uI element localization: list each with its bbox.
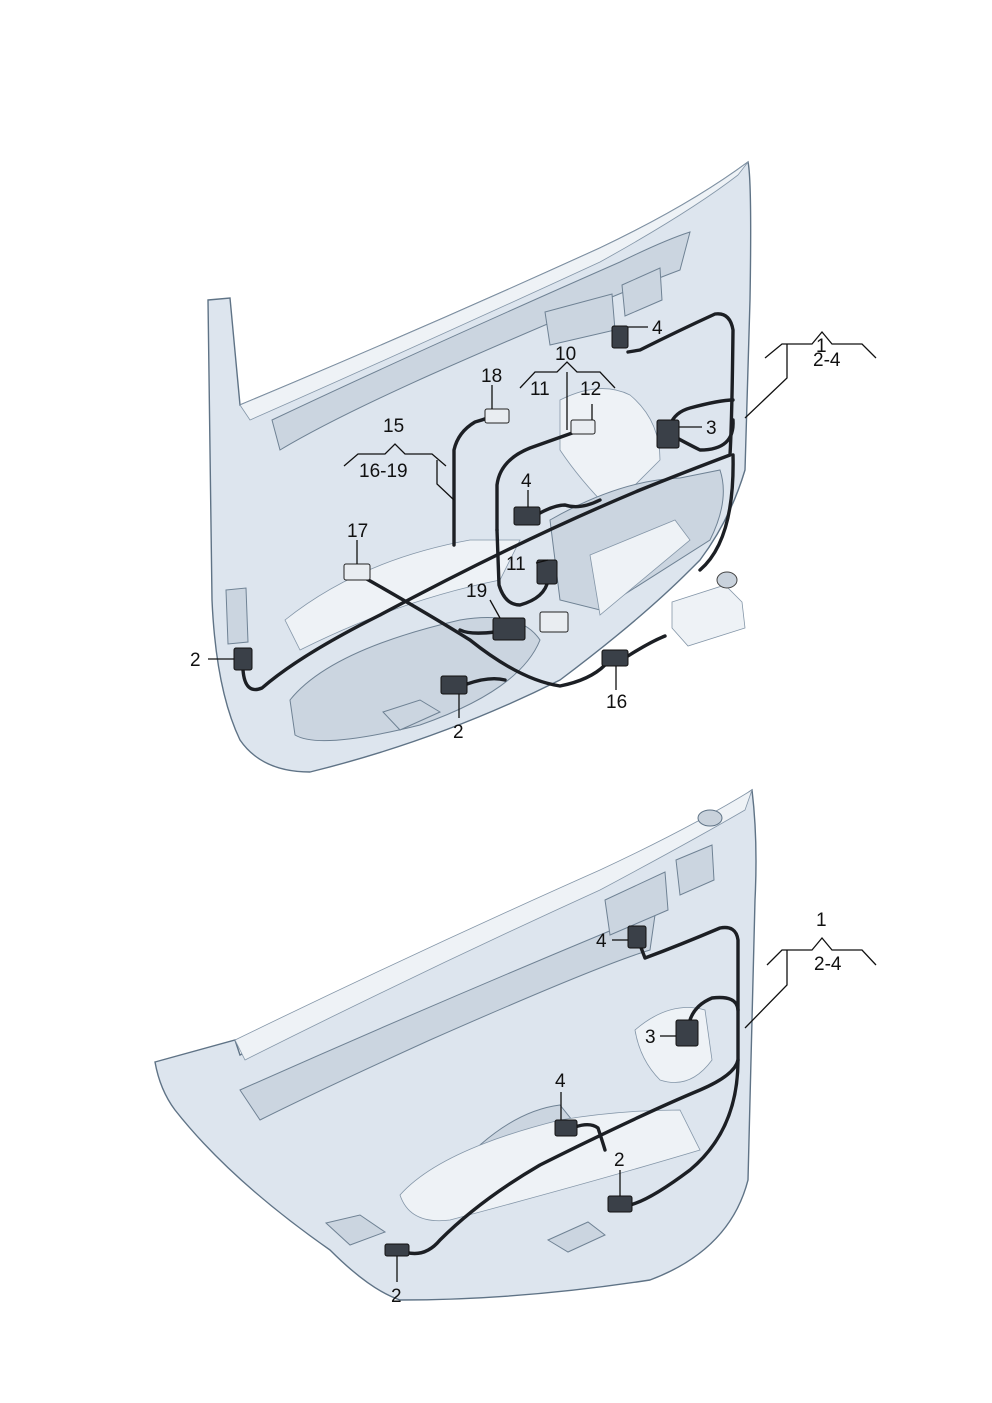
upper-connector-misc xyxy=(539,611,569,633)
lower-door-armrest-recess xyxy=(239,914,656,1121)
upper-door-connectors xyxy=(233,325,680,695)
upper-door-mirror-knob xyxy=(716,571,738,589)
lower-door-assembly xyxy=(154,788,757,1301)
upper-label-15-range: 16-19 xyxy=(359,461,408,482)
upper-leader-15 xyxy=(436,460,455,501)
upper-wire-branch-riser xyxy=(698,453,735,572)
upper-wire-branch-2bottom xyxy=(465,676,507,686)
lower-wire-branch-2right xyxy=(628,1058,740,1207)
lower-wire-main-harness xyxy=(403,925,740,1256)
upper-door-mirror-adjuster xyxy=(671,584,746,647)
upper-label-19: 19 xyxy=(466,581,487,602)
upper-connector-19 xyxy=(492,617,526,641)
lower-door-top-hole xyxy=(697,809,723,827)
lower-door-handle-bezel xyxy=(604,871,669,936)
lower-connector-4-top xyxy=(627,925,647,949)
upper-wire-branch-17 xyxy=(363,576,607,688)
upper-wire-branch-16 xyxy=(626,634,667,658)
upper-door-assembly xyxy=(207,160,752,773)
upper-door-labels: 1 2-4 10 11 12 18 15 16-19 4 3 4 17 11 1… xyxy=(190,318,841,743)
upper-wire-branch-19 xyxy=(458,628,497,635)
upper-bracket-1 xyxy=(764,330,877,359)
upper-wire-branch-4mid xyxy=(538,498,602,515)
upper-label-1: 1 xyxy=(816,336,827,357)
upper-door-pull-cup xyxy=(621,267,663,317)
lower-connector-2-right xyxy=(607,1195,633,1213)
lower-label-2-right: 2 xyxy=(614,1150,625,1171)
upper-wire-branch-12 xyxy=(495,430,577,532)
upper-connector-12 xyxy=(570,419,596,435)
lower-label-2-bottom: 2 xyxy=(391,1286,402,1307)
upper-wire-main-harness xyxy=(241,312,735,692)
upper-connector-2-left xyxy=(233,647,253,671)
upper-leader-1 xyxy=(744,344,788,419)
lower-door-left-lamp xyxy=(324,1214,387,1246)
upper-door-lamp xyxy=(382,699,442,731)
upper-door-callouts xyxy=(208,326,877,718)
lower-connector-4-mid xyxy=(554,1119,578,1137)
upper-connector-4-mid xyxy=(513,506,541,526)
lower-label-4-top: 4 xyxy=(596,931,607,952)
upper-connector-17 xyxy=(343,563,371,581)
upper-wire-branch-11 xyxy=(495,528,550,607)
upper-bracket-15 xyxy=(343,443,447,467)
upper-label-16: 16 xyxy=(606,692,627,713)
upper-label-2-bottom: 2 xyxy=(453,722,464,743)
lower-door-map-pocket xyxy=(399,1109,701,1222)
upper-connector-16 xyxy=(601,649,629,667)
upper-door-side-switch xyxy=(225,587,249,645)
lower-door-pull-cup xyxy=(675,844,715,896)
upper-door-map-pocket xyxy=(284,539,521,651)
lower-label-3: 3 xyxy=(645,1027,656,1048)
lower-connector-3 xyxy=(675,1019,699,1047)
lower-connector-2-bottom xyxy=(384,1243,410,1257)
upper-label-10: 10 xyxy=(555,344,576,365)
upper-door-top-rail xyxy=(239,161,749,421)
upper-label-18: 18 xyxy=(481,366,502,387)
upper-label-17: 17 xyxy=(347,521,368,542)
upper-connector-3 xyxy=(656,419,680,449)
upper-label-2-left: 2 xyxy=(190,650,201,671)
lower-wire-branch-3 xyxy=(688,995,740,1022)
lower-label-1: 1 xyxy=(816,910,827,931)
upper-connector-2-bottom xyxy=(440,675,468,695)
upper-label-1-range: 2-4 xyxy=(813,350,841,371)
upper-label-11b: 11 xyxy=(506,554,526,575)
lower-door-right-lamp xyxy=(546,1221,606,1253)
upper-label-11a: 11 xyxy=(530,379,550,400)
upper-leader-19 xyxy=(489,599,501,619)
upper-label-12: 12 xyxy=(580,379,601,400)
upper-bracket-10 xyxy=(519,361,616,389)
upper-connector-4-top xyxy=(611,325,629,349)
upper-label-4-top: 4 xyxy=(652,318,663,339)
upper-connector-11 xyxy=(536,559,558,585)
upper-door-lower-pocket xyxy=(289,617,541,742)
upper-connector-18 xyxy=(484,408,510,424)
upper-label-4-mid: 4 xyxy=(521,471,532,492)
upper-door-armrest-recess xyxy=(271,231,691,451)
upper-label-3: 3 xyxy=(706,418,717,439)
lower-wire-branch-4mid xyxy=(573,1123,607,1152)
lower-door-connectors xyxy=(384,925,699,1257)
lower-bracket-1 xyxy=(766,936,877,966)
upper-door-armrest xyxy=(559,388,661,511)
lower-door-callouts xyxy=(396,936,877,1282)
lower-label-1-range: 2-4 xyxy=(814,954,842,975)
lower-door-labels: 1 2-4 4 3 4 2 2 xyxy=(391,910,842,1307)
upper-label-15: 15 xyxy=(383,416,404,437)
upper-leader-11b xyxy=(535,559,549,564)
lower-label-4-mid: 4 xyxy=(555,1071,566,1092)
lower-leader-1 xyxy=(744,950,788,1029)
lower-door-wiring xyxy=(403,925,740,1256)
lower-door-top-rail xyxy=(234,789,753,1061)
upper-door-control-unit xyxy=(589,519,691,616)
